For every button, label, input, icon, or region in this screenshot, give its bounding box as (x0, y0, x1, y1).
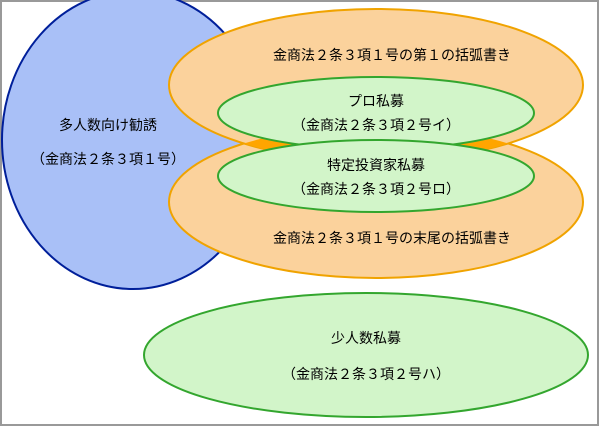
specified-investor-reference: （金商法２条３項２号ロ） (292, 181, 460, 198)
small-number-title: 少人数私募 (331, 331, 401, 347)
mass-solicitation-reference: （金商法２条３項１号） (31, 151, 185, 168)
article-main-clause-label: 金商法２条３項１号の第１の括弧書き (273, 47, 511, 64)
specified-investor-private-placement-ellipse (217, 139, 535, 213)
article-end-clause-label: 金商法２条３項１号の末尾の括弧書き (273, 230, 511, 247)
specified-investor-title: 特定投資家私募 (327, 157, 425, 174)
mass-solicitation-title: 多人数向け勧誘 (59, 117, 157, 134)
small-number-private-placement-ellipse (143, 292, 589, 418)
pro-private-placement-title: プロ私募 (348, 94, 404, 110)
small-number-reference: （金商法２条３項２号ハ） (282, 366, 450, 383)
pro-private-placement-ellipse (217, 76, 535, 150)
pro-private-placement-reference: （金商法２条３項２号イ） (292, 117, 460, 134)
